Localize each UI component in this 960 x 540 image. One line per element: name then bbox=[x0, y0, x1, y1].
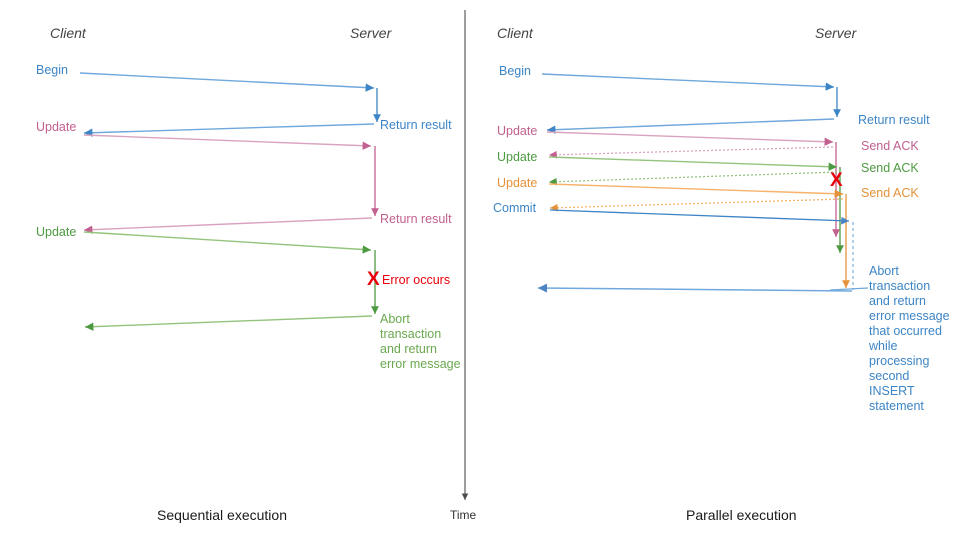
right-msg-begin: Begin bbox=[499, 64, 531, 78]
right-msg-send-ack-1: Send ACK bbox=[861, 139, 919, 153]
right-panel-caption: Parallel execution bbox=[686, 507, 797, 523]
left-msg-return-result-1: Return result bbox=[380, 118, 452, 132]
left-actor-client: Client bbox=[50, 25, 86, 41]
right-msg-abort: Abort transaction and return error messa… bbox=[869, 264, 950, 413]
right-actor-server: Server bbox=[815, 25, 857, 41]
right-msg-send-ack-3: Send ACK bbox=[861, 186, 919, 200]
left-error-x-icon: X bbox=[367, 269, 380, 290]
right-msg-commit: Commit bbox=[493, 201, 537, 215]
left-msg-update-1: Update bbox=[36, 120, 77, 134]
left-msg-abort: Abort transaction and return error messa… bbox=[380, 312, 461, 371]
arrow-return-result-2 bbox=[83, 217, 373, 234]
right-msg-update-1: Update bbox=[497, 124, 538, 138]
right-msg-update-2: Update bbox=[497, 150, 538, 164]
arrow-send-ack-3 bbox=[549, 198, 844, 212]
left-actor-server: Server bbox=[350, 25, 392, 41]
arrow-begin-r bbox=[541, 73, 835, 91]
arrow-send-ack-2 bbox=[548, 171, 838, 186]
arrow-update-3-r bbox=[548, 183, 844, 198]
left-panel-arrows bbox=[79, 72, 381, 331]
right-panel-arrows bbox=[537, 73, 869, 293]
left-msg-return-result-2: Return result bbox=[380, 212, 452, 226]
arrow-commit bbox=[549, 209, 850, 225]
left-msg-update-2: Update bbox=[36, 225, 77, 239]
left-msg-begin: Begin bbox=[36, 63, 68, 77]
right-actor-client: Client bbox=[497, 25, 533, 41]
arrow-return-result-r bbox=[546, 118, 835, 134]
arrow-abort-r bbox=[537, 283, 853, 293]
arrow-update-2-r bbox=[548, 156, 838, 171]
right-msg-return-result: Return result bbox=[858, 113, 930, 127]
arrow-update-1 bbox=[83, 134, 372, 150]
arrow-abort bbox=[84, 315, 373, 331]
arrow-return-result-1 bbox=[83, 123, 375, 137]
time-axis-label: Time bbox=[450, 508, 477, 522]
abort-connector-r bbox=[829, 287, 869, 291]
right-msg-send-ack-2: Send ACK bbox=[861, 161, 919, 175]
arrow-update-2 bbox=[83, 231, 372, 254]
right-error-x-icon: X bbox=[830, 170, 843, 191]
left-panel-caption: Sequential execution bbox=[157, 507, 287, 523]
right-msg-update-3: Update bbox=[497, 176, 538, 190]
arrow-send-ack-1 bbox=[548, 146, 834, 159]
arrow-update-1-r bbox=[546, 131, 834, 146]
left-error-label: Error occurs bbox=[382, 273, 451, 287]
arrow-begin bbox=[79, 72, 375, 92]
